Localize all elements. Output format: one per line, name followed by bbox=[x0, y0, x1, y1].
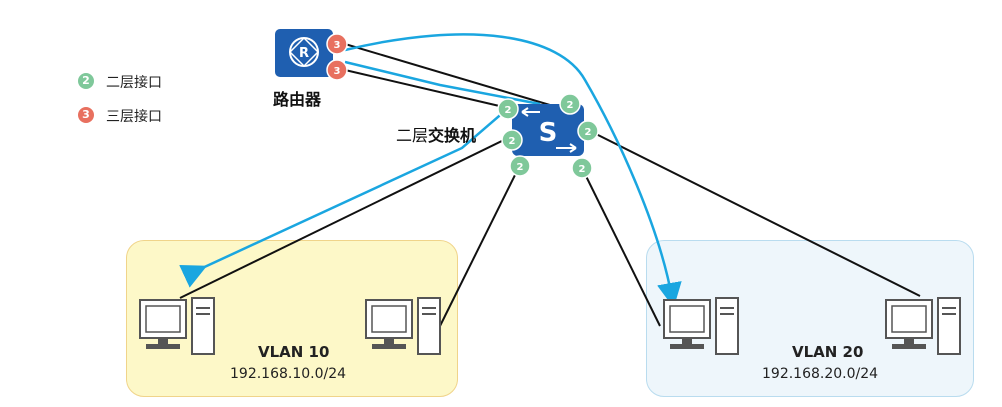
link-switch-pc3 bbox=[581, 167, 661, 327]
switch-port-2: 2 bbox=[559, 93, 581, 115]
flow-pc1-to-router bbox=[179, 60, 541, 288]
legend-l2-label: 二层接口 bbox=[106, 75, 162, 91]
pc-icon bbox=[663, 297, 739, 355]
svg-text:2: 2 bbox=[585, 127, 592, 138]
svg-text:3: 3 bbox=[334, 66, 341, 77]
pc-icon bbox=[139, 297, 215, 355]
link-switch-pc2 bbox=[439, 164, 521, 327]
legend-l3-label: 三层接口 bbox=[106, 109, 162, 125]
vlan10-name: VLAN 10 bbox=[258, 343, 330, 361]
vlan10-network: 192.168.10.0/24 bbox=[230, 366, 347, 382]
svg-text:R: R bbox=[299, 46, 309, 61]
vlan20-network: 192.168.20.0/24 bbox=[762, 366, 879, 382]
svg-text:S: S bbox=[539, 118, 558, 148]
svg-text:3: 3 bbox=[334, 40, 341, 51]
svg-text:2: 2 bbox=[509, 136, 516, 147]
svg-text:2: 2 bbox=[517, 162, 524, 173]
switch-port-1: 2 bbox=[497, 98, 519, 120]
link-router-switch-2 bbox=[344, 69, 509, 109]
pc-icon bbox=[365, 297, 441, 355]
legend-l2-badge: 2 bbox=[78, 73, 94, 89]
switch-port-6: 2 bbox=[571, 157, 593, 179]
pc-icon bbox=[885, 297, 961, 355]
switch-label: 二层交换机 bbox=[396, 122, 476, 146]
link-switch-pc1 bbox=[179, 135, 513, 299]
svg-text:2: 2 bbox=[567, 100, 574, 111]
legend-l3-badge: 3 bbox=[78, 107, 94, 123]
switch-port-4: 2 bbox=[577, 120, 599, 142]
svg-text:2: 2 bbox=[579, 164, 586, 175]
link-switch-pc4 bbox=[587, 129, 921, 297]
vlan20-name: VLAN 20 bbox=[792, 343, 864, 361]
switch-port-3: 2 bbox=[501, 129, 523, 151]
switch-label-bold: 交换机 bbox=[428, 126, 477, 145]
svg-text:2: 2 bbox=[505, 105, 512, 116]
router-icon: R bbox=[275, 29, 333, 77]
router-port-2: 3 bbox=[326, 59, 348, 81]
flow-router-to-pc3 bbox=[344, 33, 682, 308]
switch-icon: S bbox=[512, 104, 584, 156]
router-label: 路由器 bbox=[273, 90, 322, 109]
switch-port-5: 2 bbox=[509, 155, 531, 177]
router-port-1: 3 bbox=[326, 33, 348, 55]
link-router-switch-1 bbox=[344, 43, 561, 109]
switch-label-plain: 二层 bbox=[396, 126, 429, 145]
